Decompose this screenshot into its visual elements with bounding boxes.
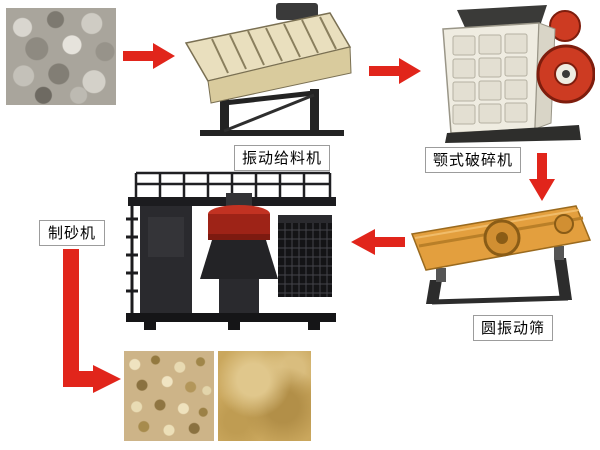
arrow-crusher-to-screen-icon — [529, 153, 555, 201]
feeder-grizzly-bars — [211, 16, 337, 74]
sand-making-machine-illustration — [126, 171, 336, 330]
label-jaw-crusher: 颚式破碎机 — [425, 147, 521, 173]
raw-stone-photo — [6, 8, 116, 105]
coarse-sand-photo — [124, 351, 214, 441]
sandmaker-mesh-guard — [278, 215, 332, 297]
circular-vibrating-screen-illustration — [410, 205, 592, 305]
crusher-panel-grid — [452, 33, 528, 125]
label-sand-making-machine: 制砂机 — [39, 220, 105, 246]
sandmaker-railing — [134, 171, 332, 197]
feeder-support-frame — [200, 89, 344, 136]
arrow-feeder-to-crusher-icon — [369, 58, 421, 84]
screen-vibrator-hub — [483, 219, 521, 257]
arrow-screen-to-sandmaker-icon — [351, 229, 405, 255]
crusher-flywheel — [536, 44, 595, 104]
label-circular-vibrating-screen: 圆振动筛 — [473, 315, 553, 341]
fine-sand-photo — [218, 351, 311, 441]
crusher-base — [445, 125, 581, 143]
label-vibrating-feeder: 振动给料机 — [234, 145, 330, 171]
sandmaker-rotor — [200, 193, 278, 313]
sandmaker-ladder — [126, 206, 138, 313]
jaw-crusher-illustration — [442, 5, 595, 143]
arrow-raw-to-feeder-icon — [123, 43, 175, 69]
sandmaker-base — [126, 313, 336, 330]
arrow-sandmaker-to-product-icon — [63, 249, 121, 393]
screen-legs — [426, 258, 572, 305]
crusher-rear-wheel — [549, 10, 581, 42]
feeder-motor — [276, 3, 318, 20]
vibrating-feeder-illustration — [184, 3, 352, 136]
